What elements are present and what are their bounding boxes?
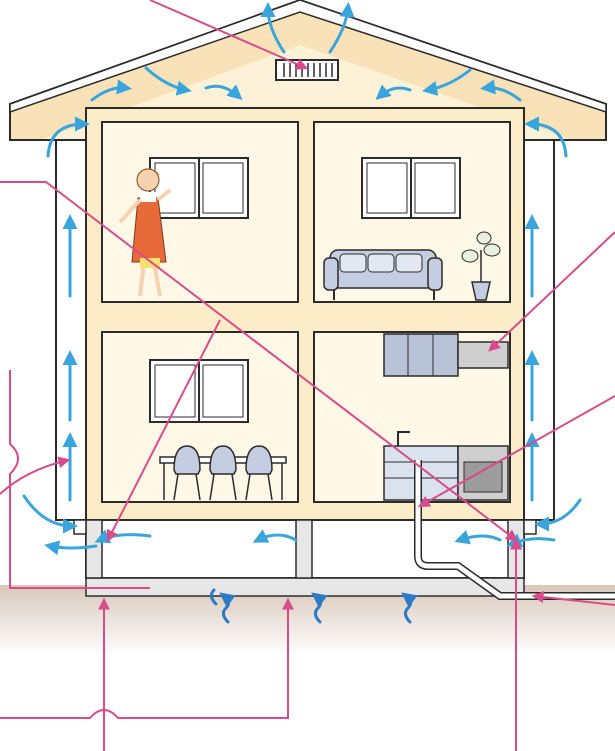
sofa-icon xyxy=(323,249,443,300)
dining-chair-icon xyxy=(245,445,273,501)
kitchen-cabinet-icon xyxy=(383,333,459,377)
oven-icon xyxy=(457,445,509,501)
window-icon xyxy=(149,359,249,423)
moisture-arrow-icon xyxy=(209,588,418,624)
foundation xyxy=(85,519,525,597)
dining-chair-icon xyxy=(209,445,237,501)
roof-vent-icon xyxy=(275,59,339,81)
window-icon xyxy=(361,157,461,219)
airflow-arrow-icon xyxy=(22,2,582,556)
range-hood-icon xyxy=(457,341,509,369)
person-icon xyxy=(118,168,172,297)
drain-pipe-icon xyxy=(414,460,615,600)
window-icon xyxy=(149,157,249,219)
dining-chair-icon xyxy=(173,445,201,501)
potted-plant-icon xyxy=(461,231,501,301)
